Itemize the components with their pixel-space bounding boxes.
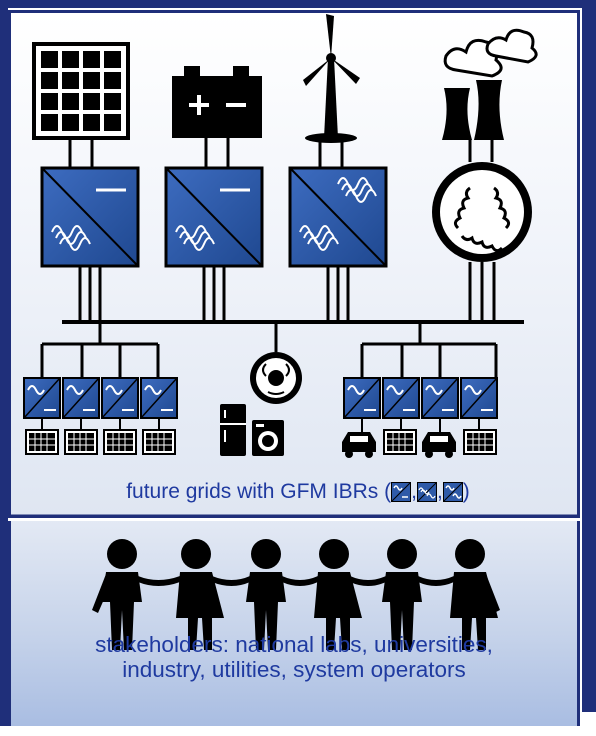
grid-caption-sep2: ,	[436, 480, 443, 503]
inverter-icon	[23, 377, 178, 419]
inverter-icon	[288, 166, 388, 268]
electric-car-icon	[422, 432, 456, 458]
solar-panel-icon	[383, 429, 417, 455]
washing-machine-icon	[252, 420, 284, 456]
people-group	[92, 539, 500, 650]
gfm-inverter-icon	[442, 482, 463, 502]
grid-caption: future grids with GFM IBRs (,,)	[0, 480, 596, 504]
inverter-icon	[40, 166, 140, 268]
person-icon	[92, 539, 142, 650]
refrigerator-icon	[220, 404, 246, 456]
wind-turbine-icon	[303, 14, 360, 168]
person-icon	[382, 539, 422, 650]
electric-car-icon	[342, 432, 376, 458]
gfm-inverter-icon	[391, 482, 412, 502]
distribution-lines	[40, 322, 498, 378]
inverter-icon	[164, 166, 264, 268]
person-icon	[450, 539, 500, 650]
inverter-icon	[343, 377, 498, 419]
stakeholders-line1: stakeholders: national labs, universitie…	[95, 632, 493, 657]
solar-panel-icon	[463, 429, 497, 455]
solar-panel-icon	[32, 42, 130, 168]
synchronous-generator-icon	[432, 162, 532, 322]
person-icon	[246, 539, 286, 650]
load-links	[361, 418, 480, 432]
grid-caption-sep1: ,	[411, 480, 417, 503]
stakeholders-line2: industry, utilities, system operators	[122, 657, 466, 682]
feeder-lines	[78, 266, 350, 322]
motor-icon	[250, 352, 302, 404]
person-icon	[314, 539, 362, 650]
stakeholders-caption: stakeholders: national labs, universitie…	[8, 632, 580, 682]
power-plant-icon	[442, 28, 538, 162]
battery-icon	[172, 66, 262, 168]
solar-panel-icon	[25, 429, 176, 455]
person-icon	[176, 539, 224, 650]
grid-caption-suffix: )	[462, 480, 470, 503]
grid-caption-prefix: future grids with GFM IBRs (	[126, 480, 392, 503]
panel-links	[41, 418, 160, 430]
gfm-inverter-icon	[416, 482, 437, 502]
